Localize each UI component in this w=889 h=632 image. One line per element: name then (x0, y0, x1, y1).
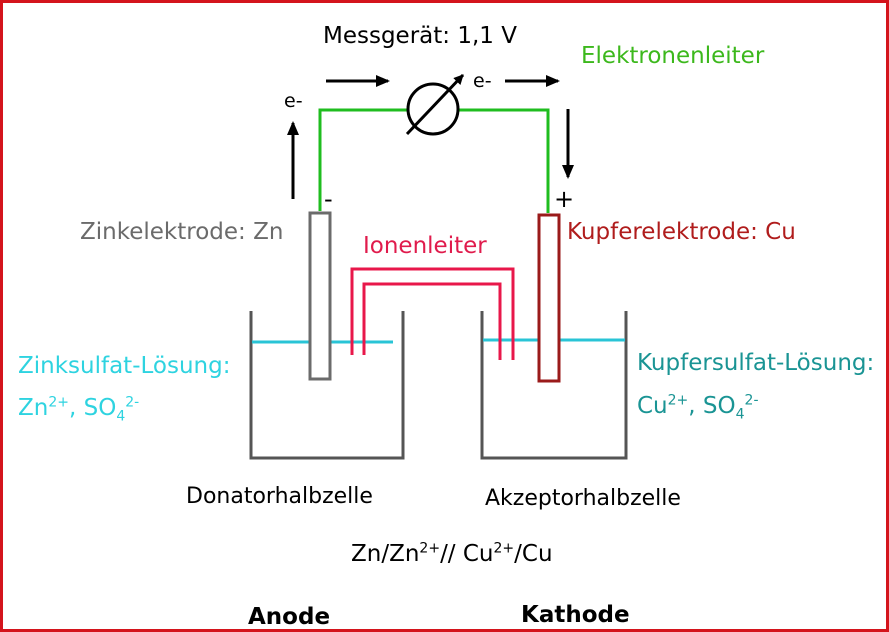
copper-sulfate-ion: SO (702, 393, 736, 419)
copper-ion: Cu (637, 393, 668, 419)
donor-half-cell-label: Donatorhalbzelle (186, 484, 373, 509)
anode-label: Anode (248, 604, 331, 630)
cathode-label: Kathode (521, 602, 630, 628)
copper-ion-charge: 2+ (667, 392, 689, 409)
wire-left (318, 108, 407, 211)
zinc-solution-title: Zinksulfat-Lösung: (18, 353, 231, 379)
zinc-separator: , (68, 395, 84, 421)
ion-bridge-outer (350, 267, 515, 360)
plus-sign: + (554, 185, 575, 213)
cell-notation-part-2: // Cu (440, 541, 494, 567)
ion-conductor-label: Ionenleiter (363, 233, 487, 259)
electron-left-label: e- (284, 90, 303, 112)
acceptor-half-cell-label: Akzeptorhalbzelle (485, 486, 681, 511)
copper-separator: , (688, 393, 703, 419)
sulfate-ion: SO (83, 395, 117, 421)
zinc-electrode-label: Zinkelektrode: Zn (80, 219, 284, 245)
sulfate-charge: 2- (125, 394, 140, 411)
meter-needle-icon (405, 73, 465, 136)
cell-notation-part-1: Zn/Zn (351, 541, 420, 567)
copper-solution-ions: Cu2+, SO42- (637, 392, 759, 421)
minus-sign: - (324, 185, 333, 213)
copper-electrode (537, 213, 561, 383)
electron-mid-label: e- (473, 70, 492, 92)
meter-label: Messgerät: 1,1 V (323, 23, 517, 49)
diagram-drawing (249, 73, 628, 460)
zinc-ion-charge: 2+ (48, 394, 69, 411)
zinc-solution-ions: Zn2+, SO42- (18, 394, 140, 423)
zinc-electrode (308, 211, 332, 381)
cell-notation-charge-2: 2+ (493, 540, 515, 557)
zinc-ion: Zn (18, 395, 49, 421)
copper-sulfate-subscript: 4 (735, 406, 745, 423)
electron-conductor-label: Elektronenleiter (581, 43, 765, 69)
cell-notation: Zn/Zn2+// Cu2+/Cu (351, 540, 553, 567)
cell-notation-charge-1: 2+ (419, 540, 441, 557)
cell-notation-part-3: /Cu (514, 541, 553, 567)
copper-solution-title: Kupfersulfat-Lösung: (637, 350, 875, 376)
left-beaker (249, 311, 405, 460)
sulfate-subscript: 4 (116, 408, 126, 425)
copper-electrode-label: Kupferelektrode: Cu (567, 219, 796, 245)
copper-sulfate-charge: 2- (744, 392, 759, 409)
right-beaker (480, 311, 628, 460)
wire-right (459, 108, 550, 213)
ion-bridge-inner (362, 282, 502, 360)
